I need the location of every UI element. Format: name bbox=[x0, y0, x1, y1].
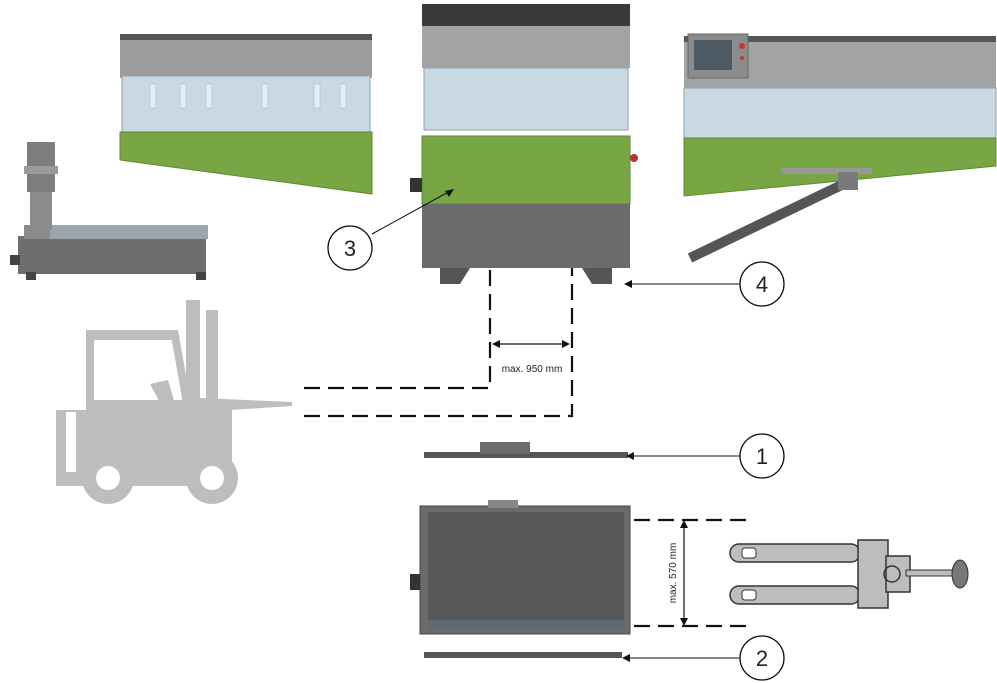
machine-base-top-view bbox=[410, 500, 631, 635]
callout-leaders bbox=[371, 189, 740, 288]
callout-3: 3 bbox=[327, 225, 373, 271]
fork-guides bbox=[304, 268, 574, 418]
callout-4-label: 4 bbox=[756, 272, 768, 297]
dimension-label-950: max. 950 mm bbox=[502, 364, 563, 375]
forklift-icon bbox=[56, 300, 292, 504]
machine-top-bar-1 bbox=[424, 442, 740, 460]
machine-side-view-left bbox=[119, 34, 373, 195]
callout-2: 2 bbox=[739, 635, 785, 681]
callout-4: 4 bbox=[739, 261, 785, 307]
dimension-pallet-width: max. 570 mm bbox=[668, 520, 688, 626]
side-unit-small bbox=[10, 142, 208, 280]
machine-bottom-bar-2 bbox=[424, 652, 740, 662]
callout-3-label: 3 bbox=[344, 236, 356, 261]
callout-1-label: 1 bbox=[756, 444, 768, 469]
dimension-fork-spacing: max. 950 mm bbox=[492, 340, 570, 375]
machine-side-view-right bbox=[683, 33, 997, 263]
machine-front-view bbox=[410, 4, 638, 284]
callout-2-label: 2 bbox=[756, 646, 768, 671]
pallet-truck-guides bbox=[634, 518, 752, 628]
callout-1: 1 bbox=[739, 433, 785, 479]
pallet-truck-icon bbox=[729, 539, 969, 609]
dimension-label-570: max. 570 mm bbox=[668, 543, 679, 604]
